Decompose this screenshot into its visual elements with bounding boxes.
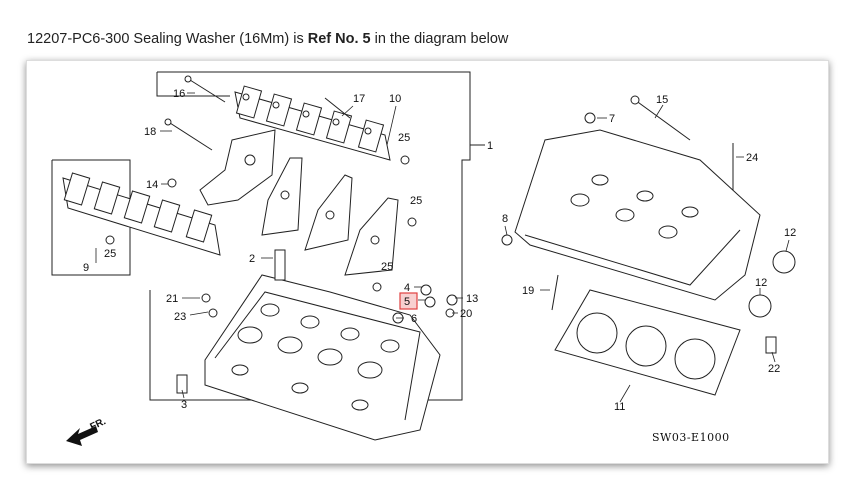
cylinder-head	[204, 274, 441, 441]
diagram-code: SW03-E1000	[652, 431, 730, 444]
callout-25: 25	[398, 132, 410, 144]
callout-19: 19	[522, 285, 534, 297]
callout-18: 18	[144, 126, 156, 138]
front-marker-label: FR.	[88, 416, 107, 433]
callout-8: 8	[502, 213, 508, 225]
rocker-assembly-left	[62, 172, 221, 256]
callout-20: 20	[460, 308, 472, 320]
ref-5-highlight	[399, 292, 418, 310]
head-cover	[514, 129, 761, 301]
caption-tail-text: in the diagram below	[370, 31, 509, 47]
callout-23: 23	[174, 311, 186, 323]
callout-12: 12	[784, 227, 796, 239]
callout-3: 3	[181, 399, 187, 411]
callout-16: 16	[173, 88, 185, 100]
callout-17: 17	[353, 93, 365, 105]
rocker-assembly-top	[234, 85, 391, 161]
camshaft-holders	[199, 129, 399, 276]
callout-1: 1	[487, 140, 493, 152]
callout-12b: 12	[755, 277, 767, 289]
callout-4: 4	[404, 282, 410, 294]
caption-part-text: 12207-PC6-300 Sealing Washer (16Mm) is	[27, 31, 308, 47]
page-caption: 12207-PC6-300 Sealing Washer (16Mm) is R…	[27, 31, 508, 47]
callout-25c: 25	[410, 195, 422, 207]
callout-9: 9	[83, 262, 89, 274]
callout-labels: 16 17 10 25 1 18 14 9 25 25 2 25 4 5 6 1…	[83, 88, 796, 444]
small-parts	[164, 75, 796, 394]
callout-2: 2	[249, 253, 255, 265]
front-arrow-icon: FR.	[66, 416, 108, 446]
head-gasket	[554, 289, 741, 396]
callout-15: 15	[656, 94, 668, 106]
callout-21: 21	[166, 293, 178, 305]
callout-13: 13	[466, 293, 478, 305]
callout-10: 10	[389, 93, 401, 105]
leader-lines	[95, 92, 790, 403]
callout-24: 24	[746, 152, 758, 164]
assembly-outline	[51, 71, 485, 401]
callout-7: 7	[609, 113, 615, 125]
callout-14: 14	[146, 179, 158, 191]
callout-6: 6	[411, 313, 417, 325]
callout-25b: 25	[104, 248, 116, 260]
callout-11: 11	[614, 401, 625, 413]
callout-25d: 25	[381, 261, 393, 273]
callout-22: 22	[768, 363, 780, 375]
caption-ref-number: Ref No. 5	[307, 31, 371, 47]
callout-5: 5	[404, 296, 410, 308]
